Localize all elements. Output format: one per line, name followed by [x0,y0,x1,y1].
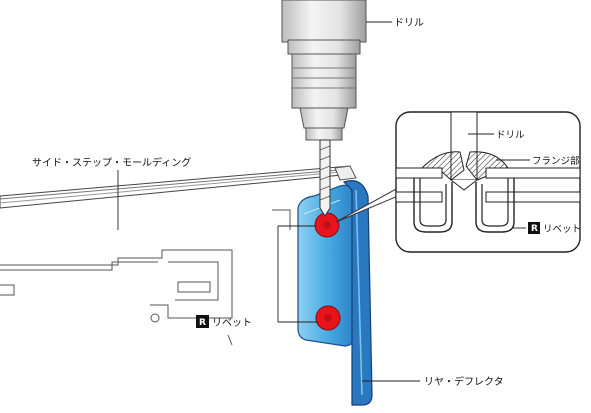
label-drill-detail: ドリル [496,130,525,141]
label-rear-deflector: リヤ・デフレクタ [424,375,504,388]
detail-callout [395,111,581,253]
side-step-molding [0,165,357,209]
body-panel [0,209,291,346]
rivet-upper [314,212,340,238]
leader-rivet-main [277,225,318,323]
rivet-badge-detail-text: R [531,224,538,234]
leader-lines [117,21,530,382]
rivet-badge-detail: R [528,222,540,234]
rear-deflector [297,180,373,406]
label-drill: ドリル [394,18,424,29]
label-flange: フランジ部 [532,155,580,167]
drill-illustration [281,0,367,217]
label-rivet-main: リベット [212,317,252,329]
rivet-badge-main: R [196,315,209,328]
rivet-badge-main-text: R [199,318,206,328]
label-rivet-detail: リベット [543,224,581,235]
label-side-step-molding: サイド・ステップ・モールディング [32,156,191,169]
rivet-lower [315,305,341,331]
